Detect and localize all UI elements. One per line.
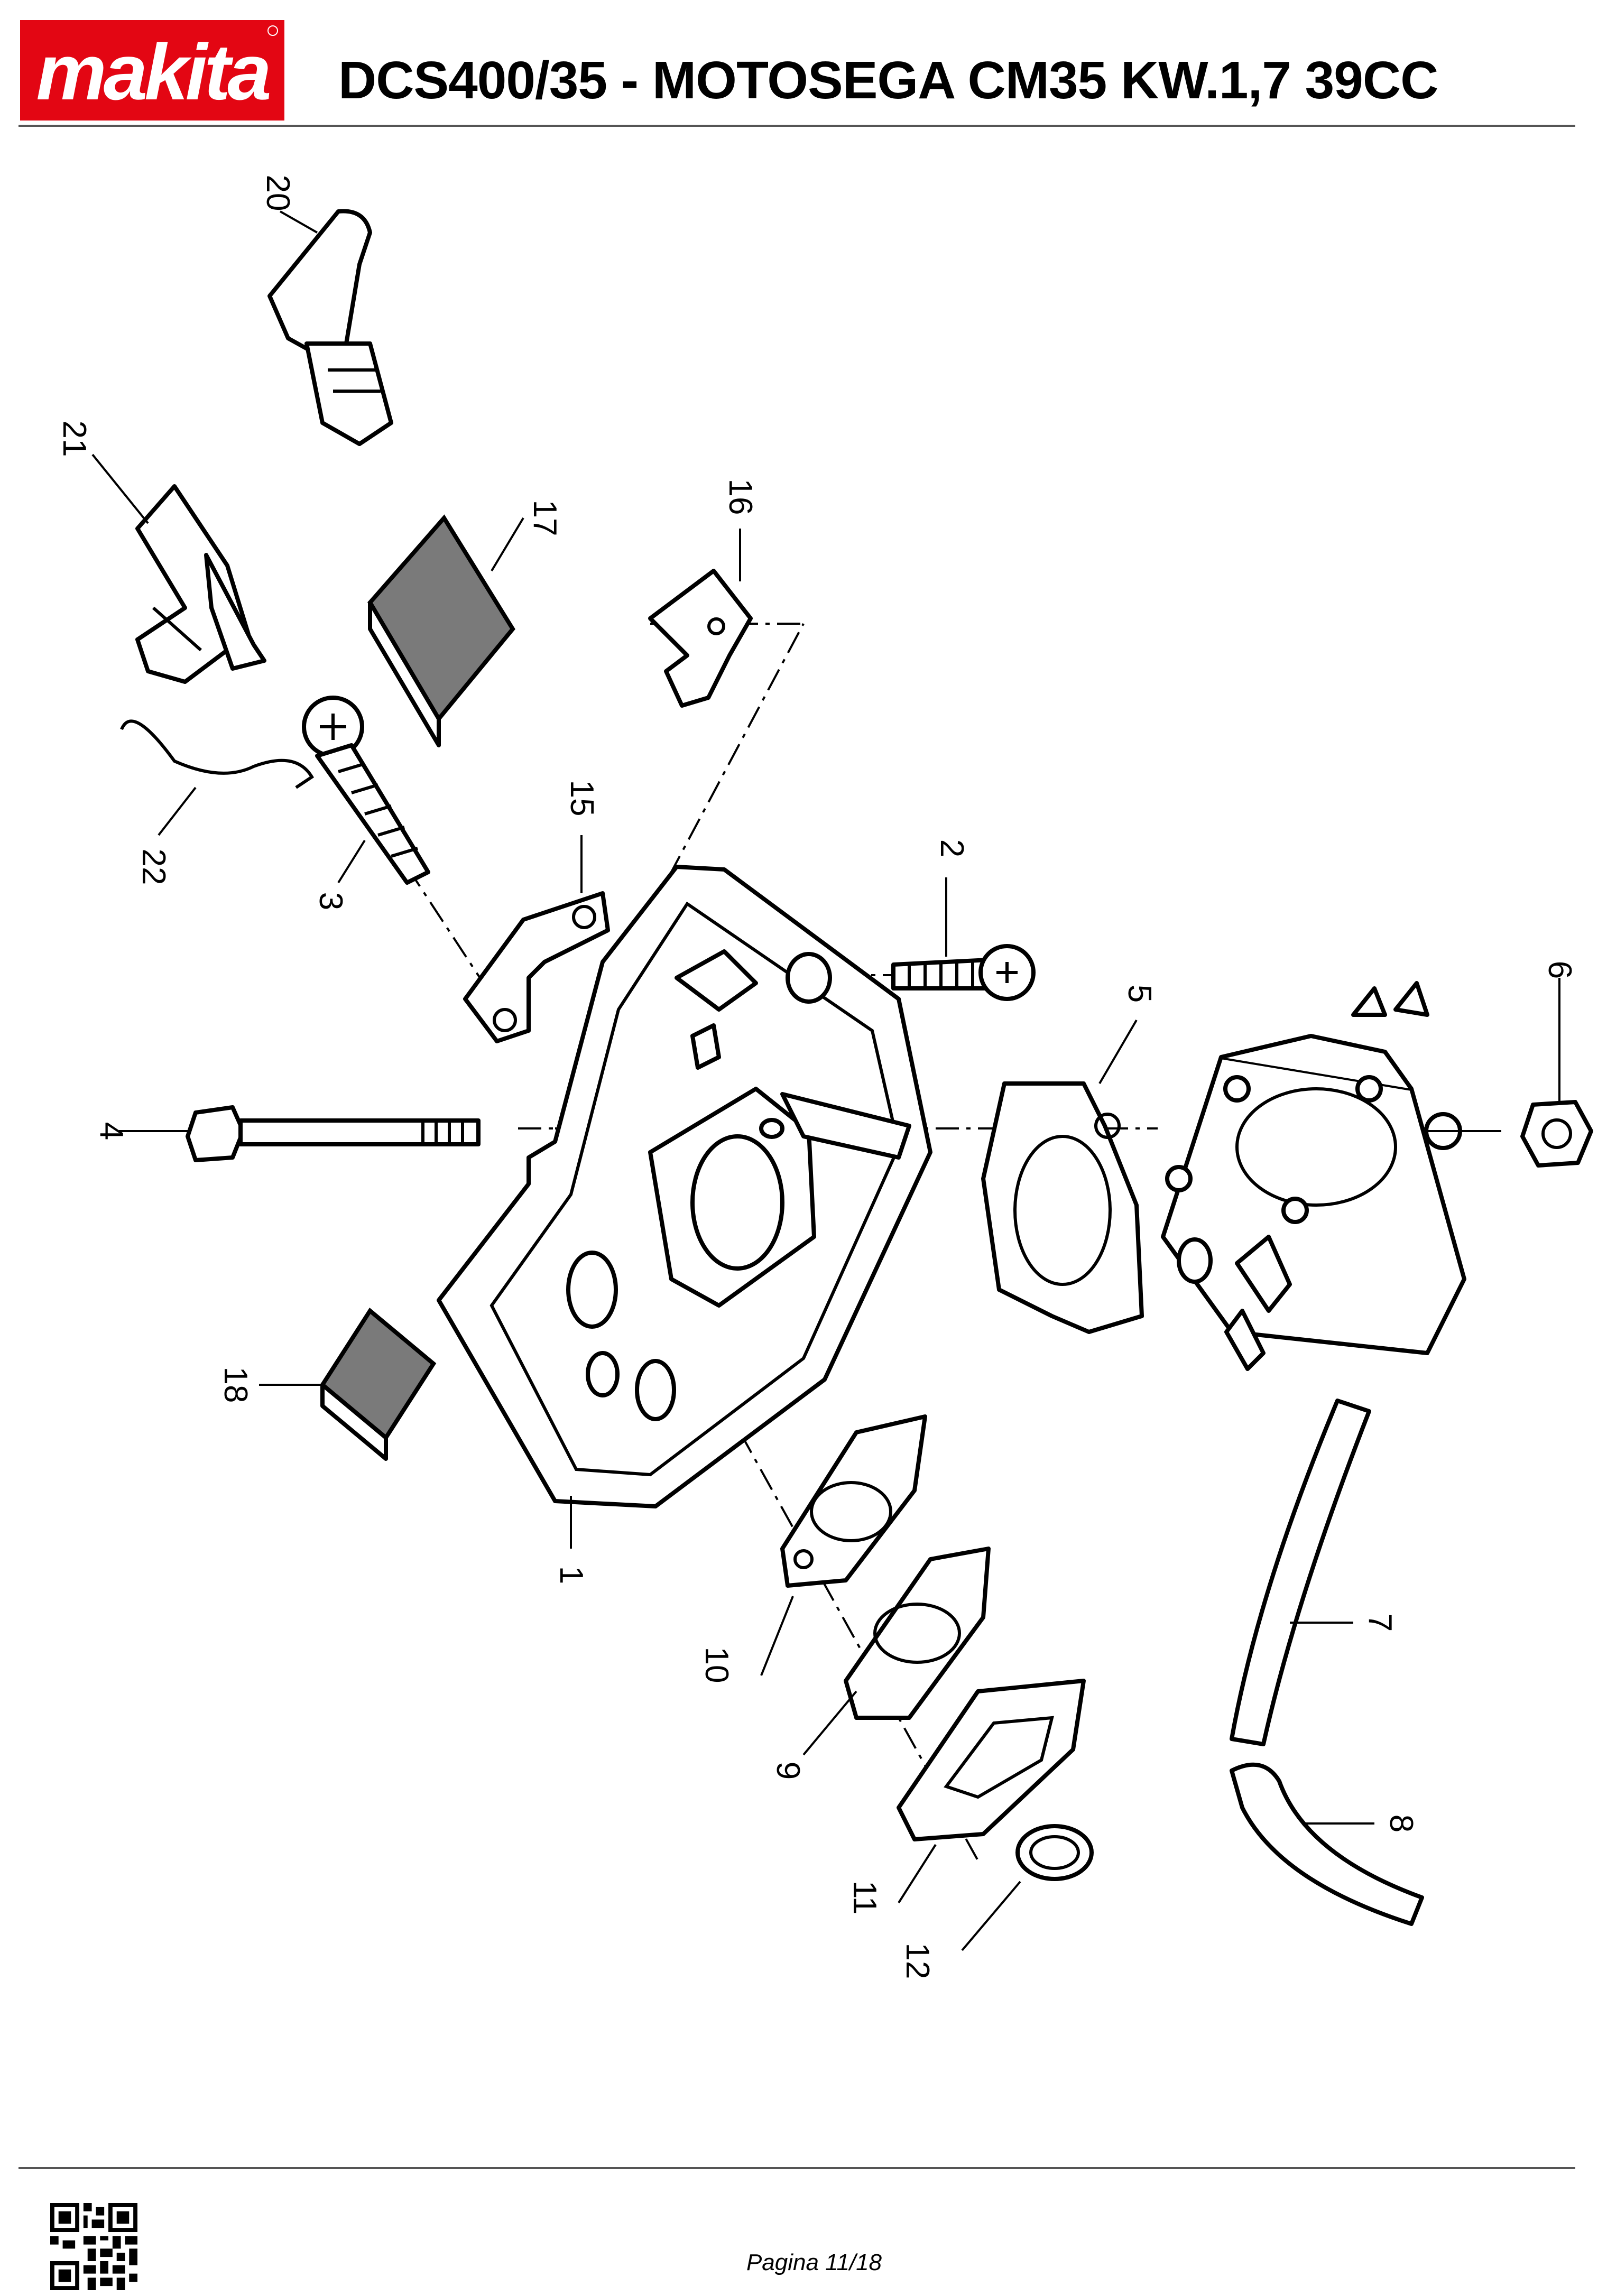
part-11-plate xyxy=(897,1679,1086,1841)
part-3-screw xyxy=(302,696,430,885)
callout-3: 3 xyxy=(312,892,349,910)
part-2-screw xyxy=(891,944,1036,1001)
part-22-wire xyxy=(120,719,315,789)
part-9-insulator xyxy=(844,1547,991,1720)
callout-15: 15 xyxy=(564,780,600,817)
callout-8: 8 xyxy=(1383,1814,1419,1832)
callout-9: 9 xyxy=(770,1762,806,1780)
part-4-bolt xyxy=(186,1105,481,1162)
callout-7: 7 xyxy=(1362,1614,1398,1632)
callout-20: 20 xyxy=(260,175,296,211)
callout-12: 12 xyxy=(899,1943,936,1979)
callout-11: 11 xyxy=(846,1881,883,1914)
page-title: DCS400/35 - MOTOSEGA CM35 KW.1,7 39CC xyxy=(338,51,1438,110)
callout-6: 6 xyxy=(1541,961,1578,979)
page-number: Pagina 11/18 xyxy=(746,2249,882,2275)
part-18-filter-pad xyxy=(319,1308,437,1461)
footer-divider xyxy=(19,2167,1575,2169)
callout-5: 5 xyxy=(1121,985,1158,1003)
callout-17: 17 xyxy=(527,500,563,536)
part-17-filter-pad xyxy=(367,514,515,747)
part-12-ring xyxy=(1015,1824,1094,1881)
part-10-gasket xyxy=(780,1414,927,1588)
brand-name: makita xyxy=(36,27,270,116)
part-7-fuel-hose xyxy=(1230,1399,1371,1746)
part-21-contact-spring xyxy=(135,484,266,684)
callout-16: 16 xyxy=(722,479,759,515)
callout-labels: 20 21 17 16 15 22 3 2 4 5 6 18 1 7 8 10 … xyxy=(56,175,1578,1979)
part-20-switch-lever xyxy=(267,209,393,446)
callout-22: 22 xyxy=(135,849,172,885)
callout-21: 21 xyxy=(56,421,93,457)
callout-10: 10 xyxy=(698,1647,735,1683)
callout-18: 18 xyxy=(217,1367,254,1403)
part-1-carburetor-housing xyxy=(437,865,932,1508)
part-6-nut xyxy=(1520,1100,1593,1168)
part-16-clip xyxy=(648,569,753,708)
qr-code-icon xyxy=(50,2203,137,2290)
callout-4: 4 xyxy=(93,1122,130,1140)
part-5-gasket xyxy=(981,1081,1144,1334)
callout-1: 1 xyxy=(553,1566,589,1584)
callout-leaders xyxy=(91,210,1560,1951)
makita-logo: makita xyxy=(20,20,284,121)
carburetor-body xyxy=(1161,981,1466,1371)
part-15-plate xyxy=(463,891,610,1043)
header-divider xyxy=(19,125,1575,127)
callout-2: 2 xyxy=(934,839,970,857)
part-8-hose xyxy=(1230,1762,1424,1926)
